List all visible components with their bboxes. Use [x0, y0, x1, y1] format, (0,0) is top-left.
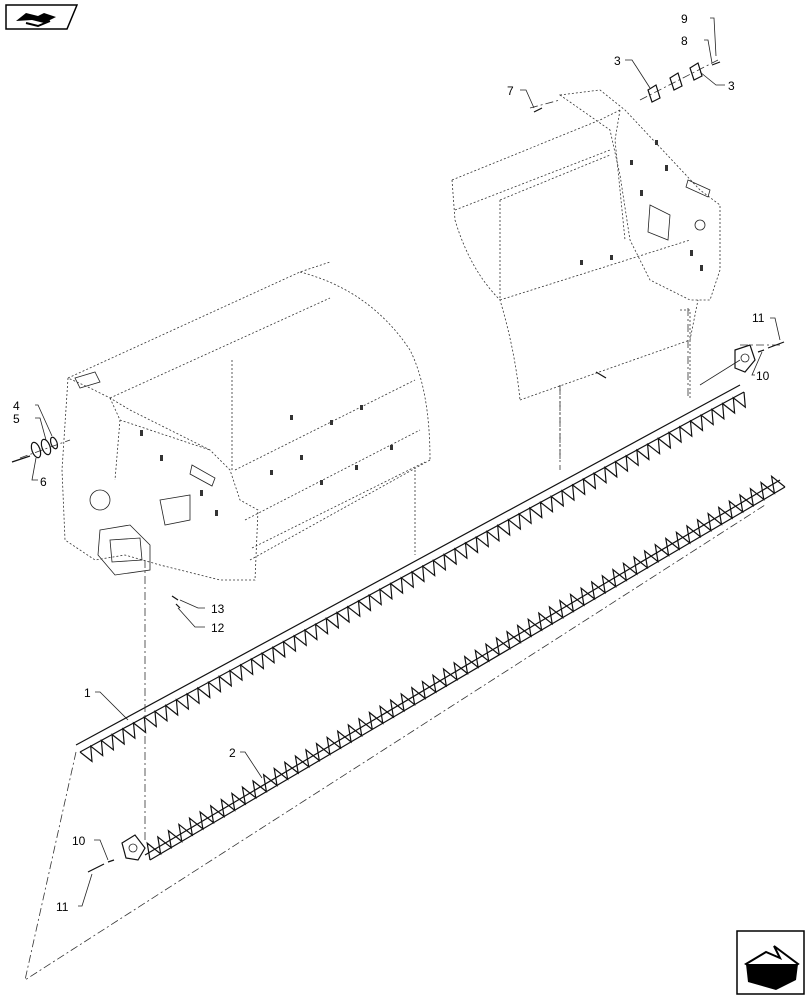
callout-5: 5	[13, 412, 20, 426]
callout-10-left: 10	[72, 834, 86, 848]
next-page-button[interactable]	[736, 930, 806, 996]
book-arrow-button[interactable]	[4, 4, 79, 30]
callout-7: 7	[507, 84, 514, 98]
callout-4: 4	[13, 399, 20, 413]
book-arrow-icon	[5, 4, 79, 30]
knife-section-upper	[75, 344, 756, 763]
callout-11-right: 11	[752, 311, 765, 325]
callout-12: 12	[211, 621, 225, 635]
callout-labels: 1 2 3 3 4 5 6 7 8 9 10 10 11 11 12 13	[13, 12, 770, 914]
callout-1: 1	[84, 686, 91, 700]
callout-10-right: 10	[756, 369, 770, 383]
callout-13: 13	[211, 602, 225, 616]
callout-9: 9	[681, 12, 688, 26]
left-header-frame	[61, 261, 431, 581]
alignment-lines	[19, 59, 780, 981]
callout-2: 2	[229, 746, 236, 760]
knife-section-lower	[121, 474, 786, 861]
leader-lines	[31, 17, 781, 907]
right-header-frame	[451, 89, 721, 460]
next-page-arrow-icon	[736, 930, 805, 995]
callout-3-right: 3	[728, 79, 735, 93]
hardware-parts	[11, 61, 785, 873]
callout-8: 8	[681, 34, 688, 48]
callout-3-left: 3	[614, 54, 621, 68]
callout-11-left: 11	[56, 900, 69, 914]
callout-6: 6	[40, 475, 47, 489]
